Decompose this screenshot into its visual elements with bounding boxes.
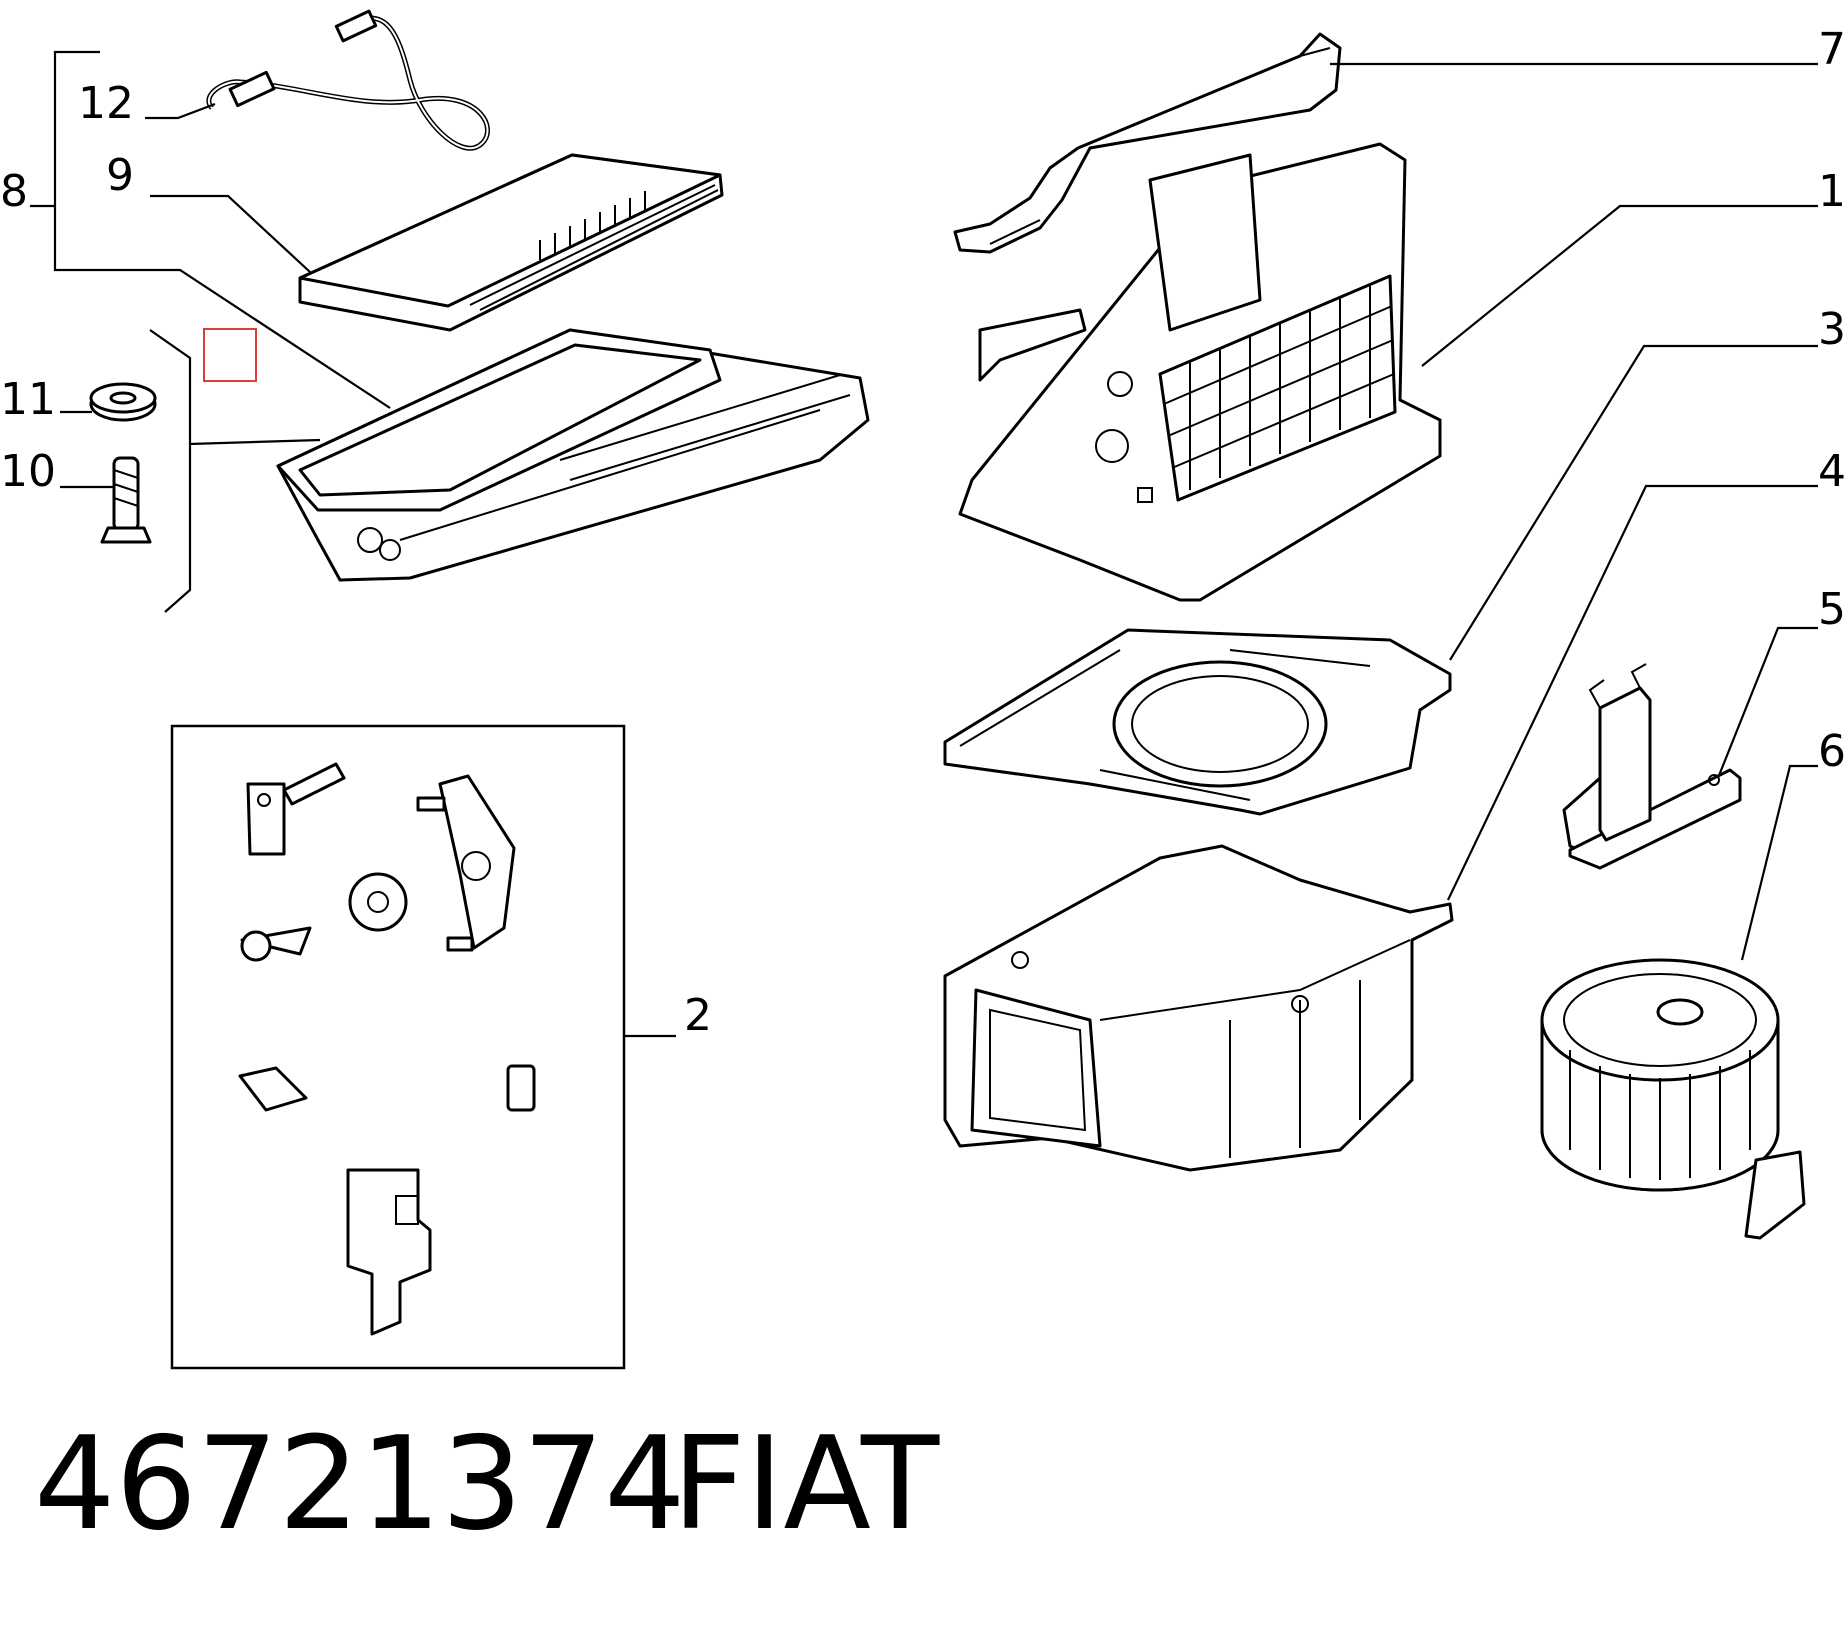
- part-6-blower-motor: [1540, 958, 1806, 1240]
- part-3-mounting-plate: [943, 628, 1452, 816]
- part-4-blower-housing: [943, 844, 1454, 1172]
- callout-1: 1: [1818, 166, 1846, 217]
- bracket-housing: [149, 329, 321, 613]
- part-10-screw: [100, 456, 152, 544]
- callout-11: 11: [0, 374, 56, 425]
- leader-3: [1449, 344, 1818, 661]
- brand-name: FIAT: [672, 1410, 940, 1559]
- leader-4: [1447, 484, 1818, 901]
- callout-4: 4: [1818, 446, 1846, 497]
- part-7-foam-seal: [953, 32, 1342, 254]
- part-12-sensor-wire: [206, 9, 490, 151]
- callout-12: 12: [78, 78, 134, 129]
- part-8-filter-housing: [276, 328, 870, 582]
- part-1-heater-case: [958, 142, 1442, 602]
- part-5-resistor: [1562, 663, 1742, 870]
- callout-3: 3: [1818, 304, 1846, 355]
- part-2-small-components: [238, 762, 536, 1336]
- callout-9: 9: [106, 150, 134, 201]
- callout-7: 7: [1818, 24, 1846, 75]
- bracket-8: [30, 50, 391, 409]
- leader-1: [1421, 204, 1818, 367]
- part-2-kit-frame: [170, 724, 626, 1370]
- callout-2: 2: [684, 990, 712, 1041]
- part-9-cabin-filter: [298, 153, 724, 332]
- callout-10: 10: [0, 446, 56, 497]
- leader-9: [150, 194, 311, 273]
- callout-5: 5: [1818, 584, 1846, 635]
- part-number: 46721374: [34, 1410, 686, 1559]
- leader-6: [1740, 764, 1818, 961]
- highlight-marker: [203, 328, 257, 382]
- leader-5: [1716, 626, 1818, 779]
- leader-12: [145, 102, 216, 120]
- part-11-washer: [89, 382, 157, 422]
- callout-8: 8: [0, 166, 28, 217]
- callout-6: 6: [1818, 726, 1846, 777]
